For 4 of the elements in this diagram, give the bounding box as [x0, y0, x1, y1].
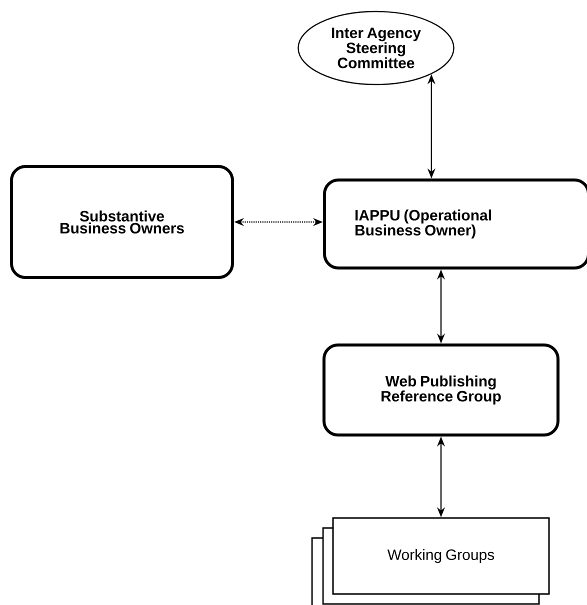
process-box: IAPPU (Operational Business Owner) — [323, 178, 587, 270]
stacked-box: Working Groups — [311, 517, 550, 605]
process-box: Web Publishing Reference Group — [322, 344, 560, 436]
process-box: Substantive Business Owners — [10, 165, 234, 279]
